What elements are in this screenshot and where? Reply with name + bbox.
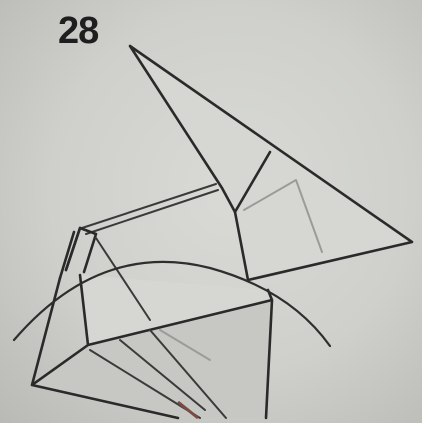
back-layer-edge	[82, 184, 218, 234]
triangle-flap-face	[130, 46, 412, 280]
left-edge-double	[60, 228, 80, 278]
